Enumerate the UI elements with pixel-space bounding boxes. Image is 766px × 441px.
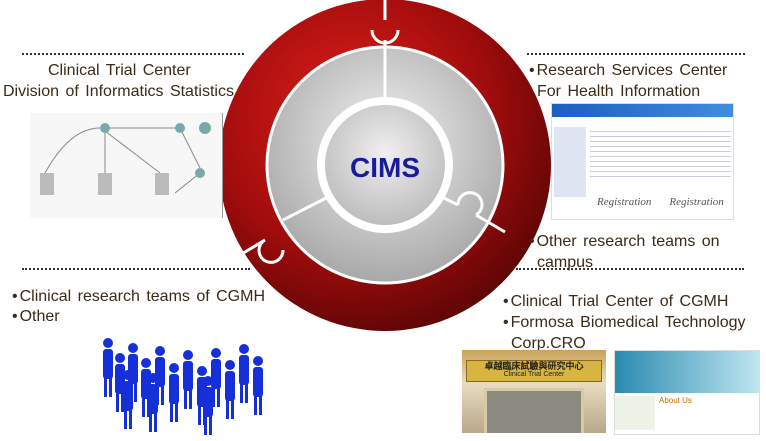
divider-top-left [22, 53, 244, 55]
tr-item2-line2: campus [537, 254, 594, 271]
br-item1: Clinical Trial Center of CGMH [503, 292, 729, 312]
divider-bottom-right [516, 268, 744, 270]
clinical-trial-center-photo: 卓越臨床試驗與研究中心 Clinical Trial Center [462, 350, 606, 433]
core-circle [325, 105, 445, 225]
br-item2: Formosa Biomedical Technology [503, 313, 746, 333]
formosa-website-image: About Us [614, 350, 760, 435]
tr-item2-line1: Other research teams on [529, 232, 720, 252]
tl-line2: Division of Informatics Statistics [3, 83, 234, 100]
divider-top-right [527, 53, 745, 55]
workflow-diagram-image [30, 113, 223, 218]
about-us-heading: About Us [659, 396, 692, 405]
bl-item1: Clinical research teams of CGMH [12, 287, 265, 307]
tr-item1-line2: For Health Information [537, 83, 701, 100]
br-item2-line2: Corp.CRO [511, 335, 586, 352]
sign-english-text: Clinical Trial Center [503, 371, 565, 378]
registration-schedule-label: Registration [669, 196, 724, 208]
sign-chinese-text: 卓越臨床試驗與研究中心 [484, 361, 584, 371]
registration-certificate-label: Registration [597, 196, 652, 208]
cims-label: CIMS [350, 152, 420, 183]
people-silhouettes-image [103, 338, 263, 435]
divider-bottom-left [22, 268, 250, 270]
tr-item1-line1: Research Services Center [529, 61, 728, 81]
tl-line1: Clinical Trial Center [48, 62, 191, 79]
bl-item2: Other [12, 307, 60, 327]
research-center-website-image: Registration Registration [551, 103, 734, 220]
